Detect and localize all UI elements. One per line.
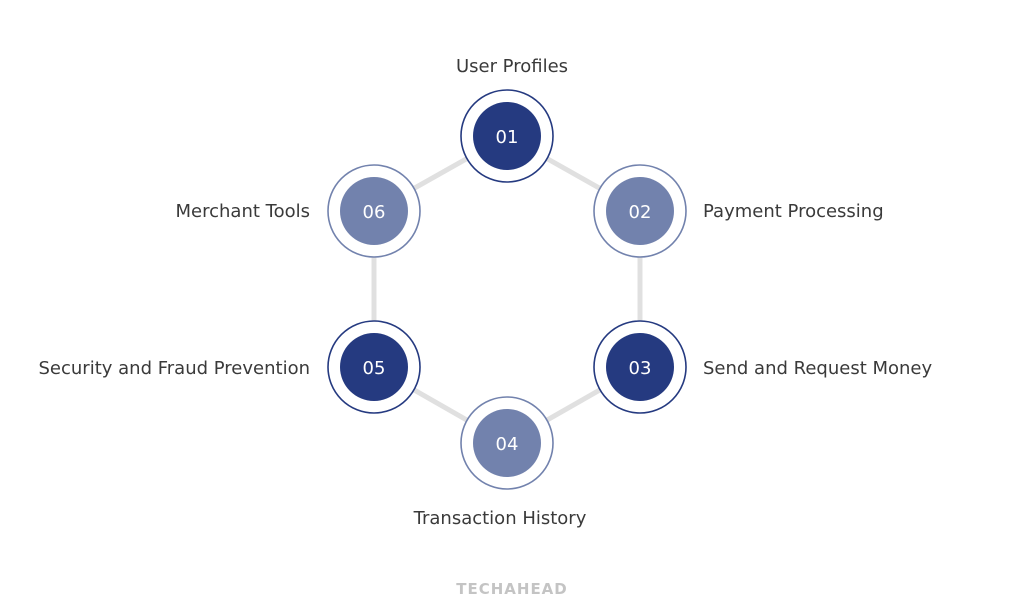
node-05: 05 xyxy=(327,320,421,414)
node-inner-circle xyxy=(606,177,674,245)
node-label-2: Payment Processing xyxy=(703,201,884,222)
node-number: 01 xyxy=(496,127,519,148)
node-number: 03 xyxy=(629,358,652,379)
node-inner-circle xyxy=(473,409,541,477)
node-06: 06 xyxy=(327,164,421,258)
node-03: 03 xyxy=(593,320,687,414)
node-02: 02 xyxy=(593,164,687,258)
node-number: 06 xyxy=(363,202,386,223)
node-label-5: Security and Fraud Prevention xyxy=(39,358,311,379)
node-01: 01 xyxy=(460,89,554,183)
node-label-3: Send and Request Money xyxy=(703,358,933,379)
node-inner-circle xyxy=(473,102,541,170)
node-label-6: Merchant Tools xyxy=(176,201,310,222)
node-number: 04 xyxy=(496,434,519,455)
node-inner-circle xyxy=(340,177,408,245)
techahead-logo: TECHAHEAD xyxy=(456,580,568,598)
node-label-4: Transaction History xyxy=(413,508,587,529)
node-inner-circle xyxy=(340,333,408,401)
node-04: 04 xyxy=(460,396,554,490)
node-label-1: User Profiles xyxy=(456,56,568,77)
node-inner-circle xyxy=(606,333,674,401)
node-number: 05 xyxy=(363,358,386,379)
node-number: 02 xyxy=(629,202,652,223)
